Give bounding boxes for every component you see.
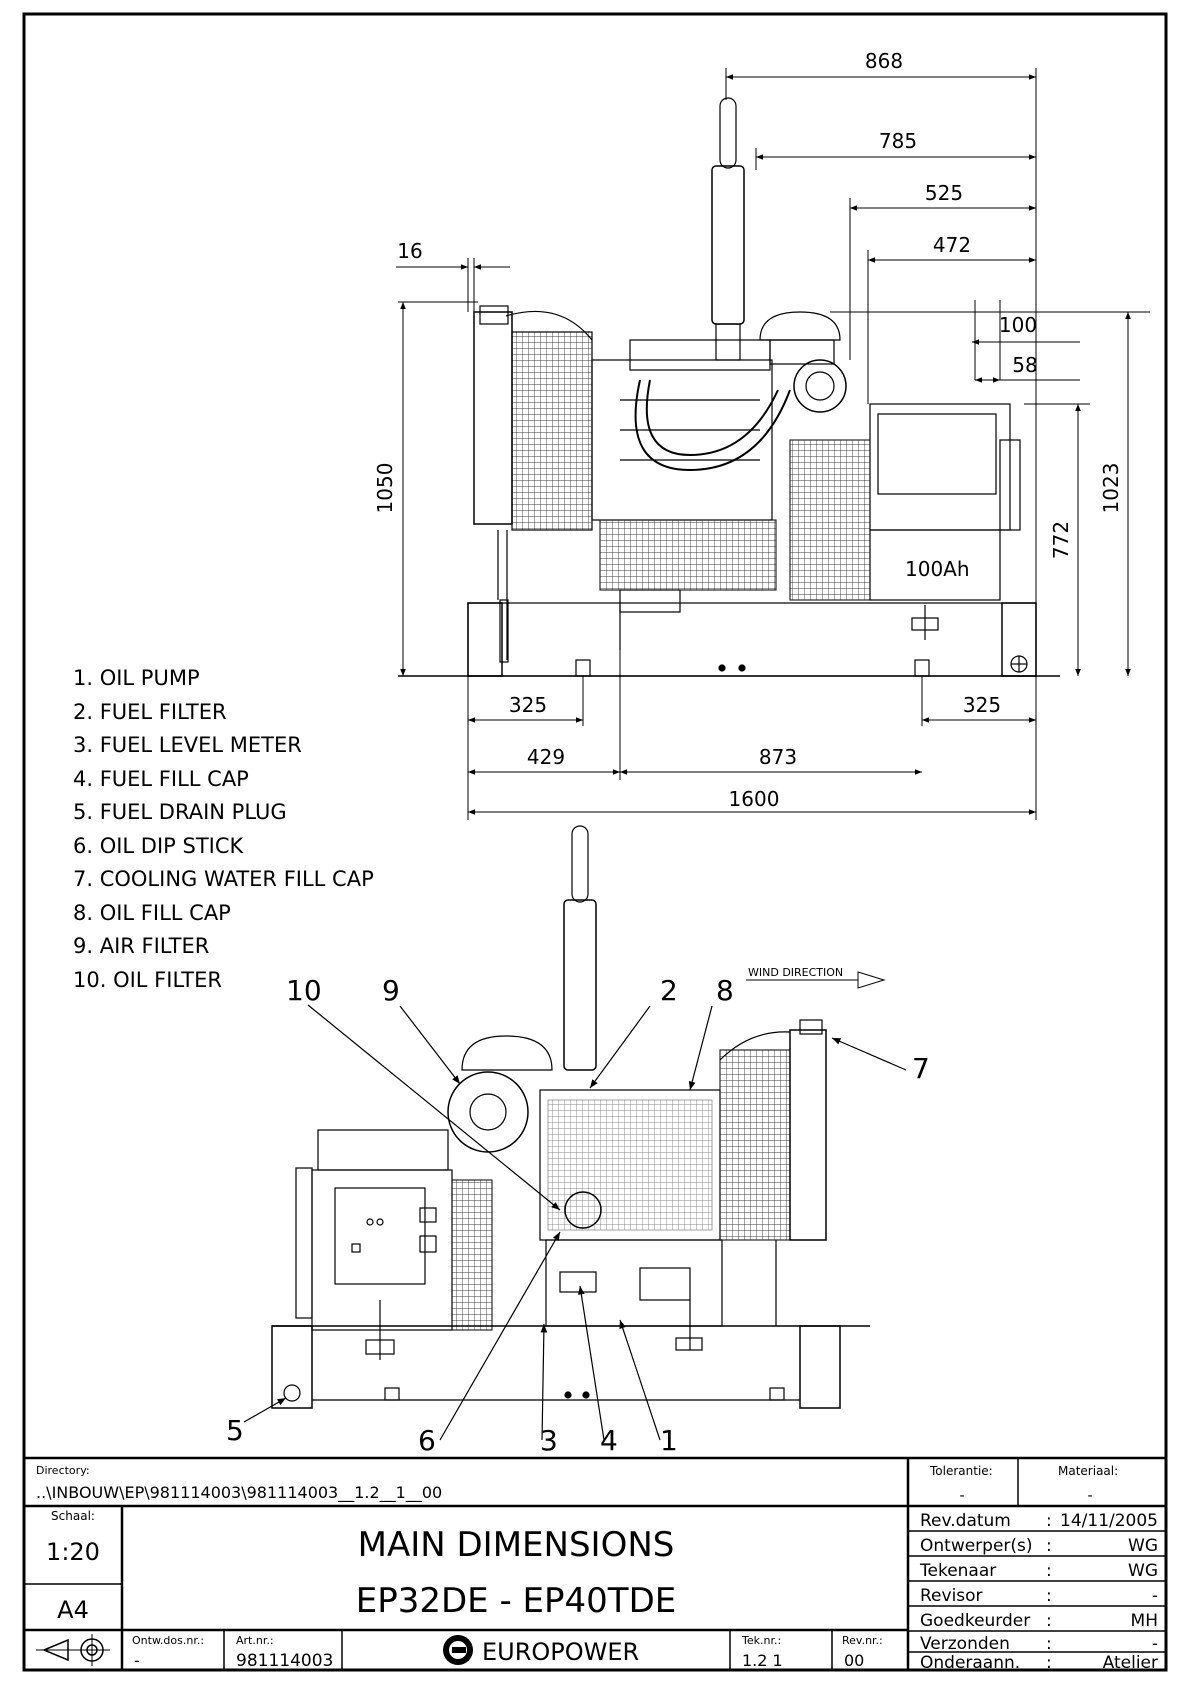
dim-58: 58 [1012,353,1037,377]
materiaal-value: - [1087,1488,1092,1504]
wind-direction: WIND DIRECTION [746,966,886,989]
schaal-label: Schaal: [51,1509,95,1523]
side-view: 100Ah [398,97,1060,677]
directory-value: ..\INBOUW\EP\981114003\981114003__1.2__1… [36,1483,442,1503]
legend-item-7: 7. COOLING WATER FILL CAP [73,867,374,891]
dim-868: 868 [865,49,903,73]
legend-item-1: 1. OIL PUMP [73,666,200,690]
title-line-2: EP32DE - EP40TDE [356,1581,676,1621]
rev-label: Rev.nr.: [842,1634,883,1647]
front-view [271,825,870,1409]
tek-label: Tek.nr.: [741,1634,781,1647]
info-colon: : [1046,1561,1052,1581]
callout-5: 5 [226,1414,244,1447]
dim-1600: 1600 [729,787,780,811]
dim-16: 16 [397,239,422,263]
info-colon: : [1046,1586,1052,1606]
legend-item-6: 6. OIL DIP STICK [73,834,245,858]
info-value-goedkeurder: MH [1131,1611,1158,1631]
sheet-border [22,12,1168,1672]
legend-item-4: 4. FUEL FILL CAP [73,767,249,791]
info-colon: : [1046,1611,1052,1631]
brand-name: EUROPOWER [482,1638,639,1666]
info-colon: : [1046,1653,1052,1673]
info-label-onderaann: Onderaann. [920,1653,1020,1673]
art-label: Art.nr.: [236,1634,274,1647]
callout-4: 4 [600,1424,618,1457]
info-value-revisor: - [1152,1586,1158,1606]
info-label-rev-datum: Rev.datum [920,1511,1011,1531]
callout-8: 8 [716,974,734,1007]
tolerantie-label: Tolerantie: [929,1464,993,1478]
dim-325-left: 325 [509,693,547,717]
dim-873: 873 [759,745,797,769]
title-block [24,1456,1166,1670]
legend-item-8: 8. OIL FILL CAP [73,901,231,925]
callout-1: 1 [660,1424,678,1457]
tek-value: 1.2 1 [742,1651,783,1670]
dim-525: 525 [925,181,963,205]
dim-429: 429 [527,745,565,769]
info-value-rev-datum: 14/11/2005 [1060,1511,1158,1531]
title-block-texts: Directory: ..\INBOUW\EP\981114003\981114… [36,1464,1158,1673]
battery-label: 100Ah [905,557,970,581]
legend-item-2: 2. FUEL FILTER [73,700,227,724]
projection-symbol-icon [36,1634,110,1666]
callout-7: 7 [912,1052,930,1085]
info-value-ontwerper: WG [1128,1536,1158,1556]
wind-direction-label: WIND DIRECTION [748,966,843,979]
format-value: A4 [57,1596,89,1624]
info-label-revisor: Revisor [920,1586,983,1606]
info-label-tekenaar: Tekenaar [919,1561,996,1581]
callout-2: 2 [660,974,678,1007]
legend-item-9: 9. AIR FILTER [73,934,209,958]
info-label-ontwerper: Ontwerper(s) [920,1536,1033,1556]
legend-item-3: 3. FUEL LEVEL METER [73,733,302,757]
info-colon: : [1046,1511,1052,1531]
ontw-value: - [134,1651,140,1670]
callout-9: 9 [382,974,400,1007]
dim-785: 785 [879,129,917,153]
legend-item-10: 10. OIL FILTER [73,968,222,992]
dimension-labels: 868 785 525 472 16 100 58 1050 1023 772 … [373,49,1123,811]
callout-numbers: 10 9 2 8 7 5 6 3 4 1 [226,974,930,1457]
parts-legend: 1. OIL PUMP 2. FUEL FILTER 3. FUEL LEVEL… [73,666,374,992]
art-value: 981114003 [236,1651,333,1671]
dim-325-right: 325 [963,693,1001,717]
europower-logo-icon [443,1635,473,1665]
dim-472: 472 [933,233,971,257]
info-label-goedkeurder: Goedkeurder [920,1611,1030,1631]
info-label-verzonden: Verzonden [920,1634,1010,1654]
info-colon: : [1046,1536,1052,1556]
rev-value: 00 [844,1651,864,1670]
info-value-onderaann: Atelier [1103,1653,1158,1673]
title-line-1: MAIN DIMENSIONS [358,1525,675,1565]
callout-3: 3 [540,1424,558,1457]
side-view-dimensions [396,68,1150,820]
dim-1023: 1023 [1099,463,1123,514]
dim-1050: 1050 [373,463,397,514]
info-colon: : [1046,1634,1052,1654]
tolerantie-value: - [959,1488,964,1504]
directory-label: Directory: [36,1464,90,1477]
callout-leaders [243,1004,907,1441]
schaal-value: 1:20 [46,1538,100,1566]
dim-772: 772 [1049,521,1073,559]
legend-item-5: 5. FUEL DRAIN PLUG [73,800,287,824]
info-value-tekenaar: WG [1128,1561,1158,1581]
info-value-verzonden: - [1152,1634,1158,1654]
materiaal-label: Materiaal: [1058,1464,1118,1478]
dim-100: 100 [999,313,1037,337]
ontw-label: Ontw.dos.nr.: [132,1634,204,1647]
callout-10: 10 [286,974,322,1007]
callout-6: 6 [418,1424,436,1457]
